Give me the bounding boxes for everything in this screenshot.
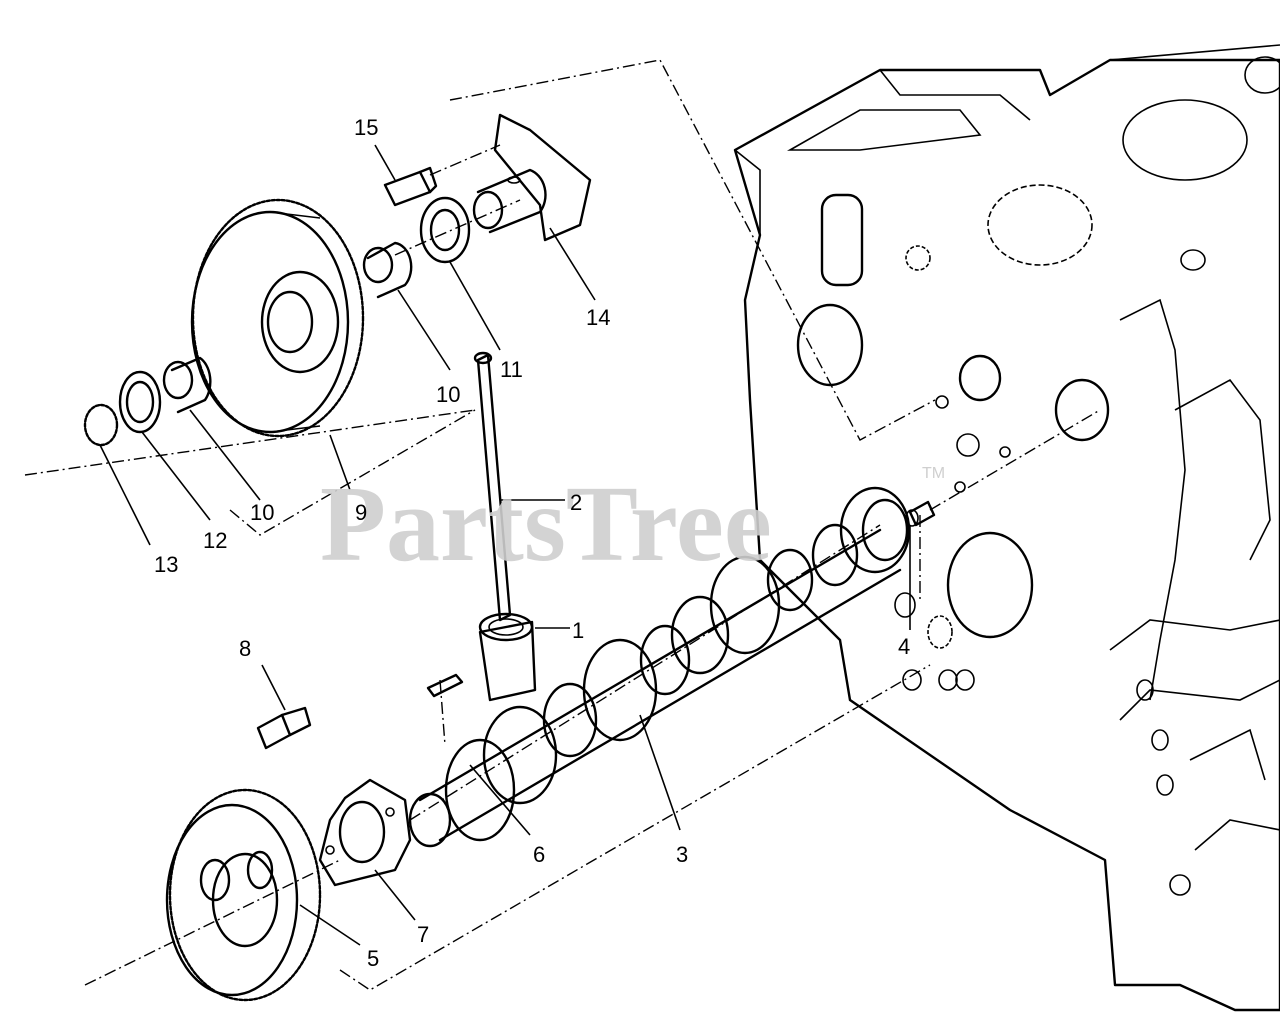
callout-part-8: 8 bbox=[239, 636, 251, 661]
watermark-trademark: TM bbox=[922, 465, 945, 482]
callout-part-2: 2 bbox=[570, 490, 582, 515]
stud-part-4 bbox=[905, 500, 936, 527]
callout-part-12: 12 bbox=[203, 528, 227, 553]
callout-part-15: 15 bbox=[354, 115, 378, 140]
leader-lines bbox=[99, 144, 911, 946]
key-part-6 bbox=[426, 673, 464, 698]
upper-bushing-stack bbox=[362, 113, 592, 299]
camshaft-part-3 bbox=[408, 486, 911, 848]
callout-part-10-upper: 10 bbox=[436, 382, 460, 407]
callout-part-5: 5 bbox=[367, 946, 379, 971]
tappet-part-1 bbox=[478, 612, 537, 702]
idler-gear-part-9 bbox=[190, 198, 365, 438]
engine-block bbox=[733, 44, 1280, 1012]
callout-part-6: 6 bbox=[533, 842, 545, 867]
watermark-text: PartsTree bbox=[320, 465, 772, 584]
part-callouts: 1 2 3 4 5 6 7 8 9 10 10 11 12 13 14 15 bbox=[154, 115, 910, 971]
thrust-plate-part-7 bbox=[318, 778, 412, 887]
assembly-outlines bbox=[24, 59, 1101, 991]
callout-part-4: 4 bbox=[898, 634, 910, 659]
callout-part-1: 1 bbox=[572, 618, 584, 643]
callout-part-9: 9 bbox=[355, 500, 367, 525]
callout-part-7: 7 bbox=[417, 922, 429, 947]
callout-part-14: 14 bbox=[586, 305, 610, 330]
callout-part-10-lower: 10 bbox=[250, 500, 274, 525]
callout-part-13: 13 bbox=[154, 552, 178, 577]
bolt-part-8 bbox=[256, 706, 312, 750]
callout-part-3: 3 bbox=[676, 842, 688, 867]
cam-gear-part-5 bbox=[165, 788, 322, 1002]
left-bushing-stack bbox=[83, 356, 212, 447]
callout-part-11: 11 bbox=[500, 357, 523, 382]
watermark: PartsTree TM bbox=[320, 465, 945, 584]
